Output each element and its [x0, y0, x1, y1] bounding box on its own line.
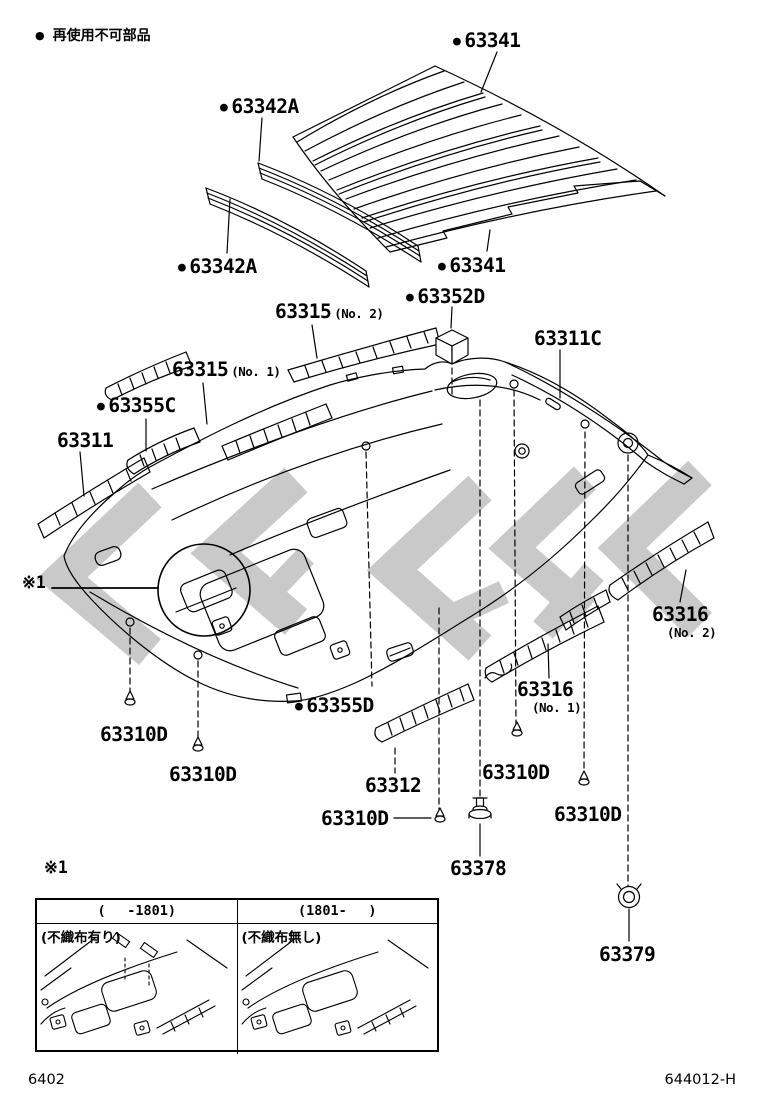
silencer-strip-63342A-lower: [205, 187, 370, 288]
table-header-row: ( -1801) (1801- ): [37, 900, 437, 924]
part-label-63355C: ●63355C: [97, 395, 176, 417]
bracket-upper-left: [104, 351, 193, 401]
part-label-63342A-top: ●63342A: [220, 96, 299, 118]
part-number: 63352D: [417, 285, 485, 308]
dashed-lines: [129, 367, 629, 887]
nonreusable-dot-icon: ●: [178, 260, 186, 275]
part-number-suffix: (No. 2): [667, 625, 717, 640]
part-number-suffix: (No. 2): [334, 306, 384, 321]
part-label-63379: 63379: [599, 943, 656, 966]
bracket-63355C: [126, 427, 201, 475]
pad-cube-63352D: [435, 329, 469, 365]
figure-code: 644012-H: [664, 1072, 737, 1088]
bracket-63316-no2: [608, 521, 715, 601]
silencer-sheet-63341: [292, 65, 666, 253]
rail-63315-no1: [221, 403, 333, 461]
bracket-63316-mini: [559, 589, 611, 631]
part-label-63316-no2: 63316(No. 2): [652, 603, 717, 640]
grommet-63379: [616, 883, 642, 909]
part-label-ref-1: ※1: [22, 572, 46, 593]
table-header-before-1801: ( -1801): [37, 900, 238, 923]
nonreusable-dot-icon: ●: [97, 399, 105, 414]
part-label-63316-no1: 63316(No. 1): [517, 678, 582, 715]
part-number: 63310D: [554, 803, 622, 826]
rail-63315-no2: [287, 327, 441, 383]
nonreusable-dot-icon: ●: [35, 29, 45, 42]
headlining-panel-63311: [63, 357, 649, 704]
part-number: 63310D: [321, 807, 389, 830]
table-header-after-1801: (1801- ): [297, 903, 377, 919]
part-label-63311: 63311: [57, 429, 114, 452]
bracket-63355D: [374, 683, 475, 743]
watermark-logo: [36, 460, 712, 666]
applicability-table: ( -1801) (1801- ) (不織布有り): [35, 898, 439, 1054]
part-label-63310D-5: 63310D: [554, 803, 622, 826]
part-label-63352D: ●63352D: [406, 286, 485, 308]
part-number: 63310D: [169, 763, 237, 786]
rail-63311: [37, 457, 151, 539]
part-number: 63342A: [189, 255, 257, 278]
table-body-row: (不織布有り): [37, 924, 437, 1054]
part-number: 63311C: [534, 327, 602, 350]
bracket-63316-no1: [484, 605, 605, 683]
part-number: 63315: [172, 358, 229, 381]
part-number: 63341: [449, 254, 506, 277]
part-label-63355D: ●63355D: [295, 695, 374, 717]
part-label-63341-lower: ●63341: [438, 255, 506, 277]
part-number-suffix: (No. 1): [231, 364, 281, 379]
part-label-63378: 63378: [450, 857, 507, 880]
table-cell-with-fabric: (不織布有り): [37, 924, 238, 1054]
part-label-63341-top: ●63341: [453, 30, 521, 52]
mini-drawing-with-fabric: [40, 931, 228, 1036]
part-number: 63310D: [482, 761, 550, 784]
part-number: 63316: [517, 678, 574, 701]
part-label-63310D-1: 63310D: [100, 723, 168, 746]
part-number: 63312: [365, 774, 422, 797]
part-label-63342A-lower: ●63342A: [178, 256, 257, 278]
part-number: 63311: [57, 429, 114, 452]
caption-without-fabric: (不織布無し): [241, 930, 322, 946]
roof-trim-63311C: [504, 361, 693, 485]
part-label-63310D-4: 63310D: [321, 807, 389, 830]
part-label-63315-no1: 63315(No. 1): [172, 358, 281, 382]
part-number: 63310D: [100, 723, 168, 746]
part-number: 63379: [599, 943, 656, 966]
nonreusable-dot-icon: ●: [406, 290, 414, 305]
nonreusable-dot-icon: ●: [220, 100, 228, 115]
part-number: 63342A: [231, 95, 299, 118]
part-number: ※1: [44, 858, 68, 877]
table-cell-without-fabric: (不織布無し): [238, 924, 438, 1054]
nonreusable-dot-icon: ●: [295, 699, 303, 714]
part-label-63315-no2: 63315(No. 2): [275, 300, 384, 324]
nonreusable-dot-icon: ●: [453, 34, 461, 49]
part-label-63310D-3: 63310D: [482, 761, 550, 784]
clip-pins-63310D: [124, 690, 590, 823]
part-number-suffix: (No. 1): [532, 700, 582, 715]
part-number: 63355D: [306, 694, 374, 717]
part-label-63312: 63312: [365, 774, 422, 797]
part-number: 63378: [450, 857, 507, 880]
part-label-63310D-2: 63310D: [169, 763, 237, 786]
part-number: 63315: [275, 300, 332, 323]
leader-lines: [79, 51, 687, 942]
silencer-strip-63342A-upper: [257, 162, 422, 263]
clip-63378: [468, 797, 492, 820]
nonreusable-dot-icon: ●: [438, 259, 446, 274]
part-label-63311C: 63311C: [534, 327, 602, 350]
part-number: 63316: [652, 603, 709, 626]
mini-drawing-without-fabric: [240, 937, 429, 1036]
part-number: 63341: [464, 29, 521, 52]
caption-with-fabric: (不織布有り): [41, 930, 121, 946]
legend-nonreusable: ● 再使用不可部品: [35, 25, 151, 45]
legend-text: 再使用不可部品: [52, 28, 151, 44]
part-number: 63355C: [108, 394, 176, 417]
part-label-ref-1-table: ※1: [44, 857, 68, 878]
detail-circle-ref1: [51, 543, 251, 637]
part-number: ※1: [22, 573, 46, 592]
page-number: 6402: [28, 1072, 65, 1088]
